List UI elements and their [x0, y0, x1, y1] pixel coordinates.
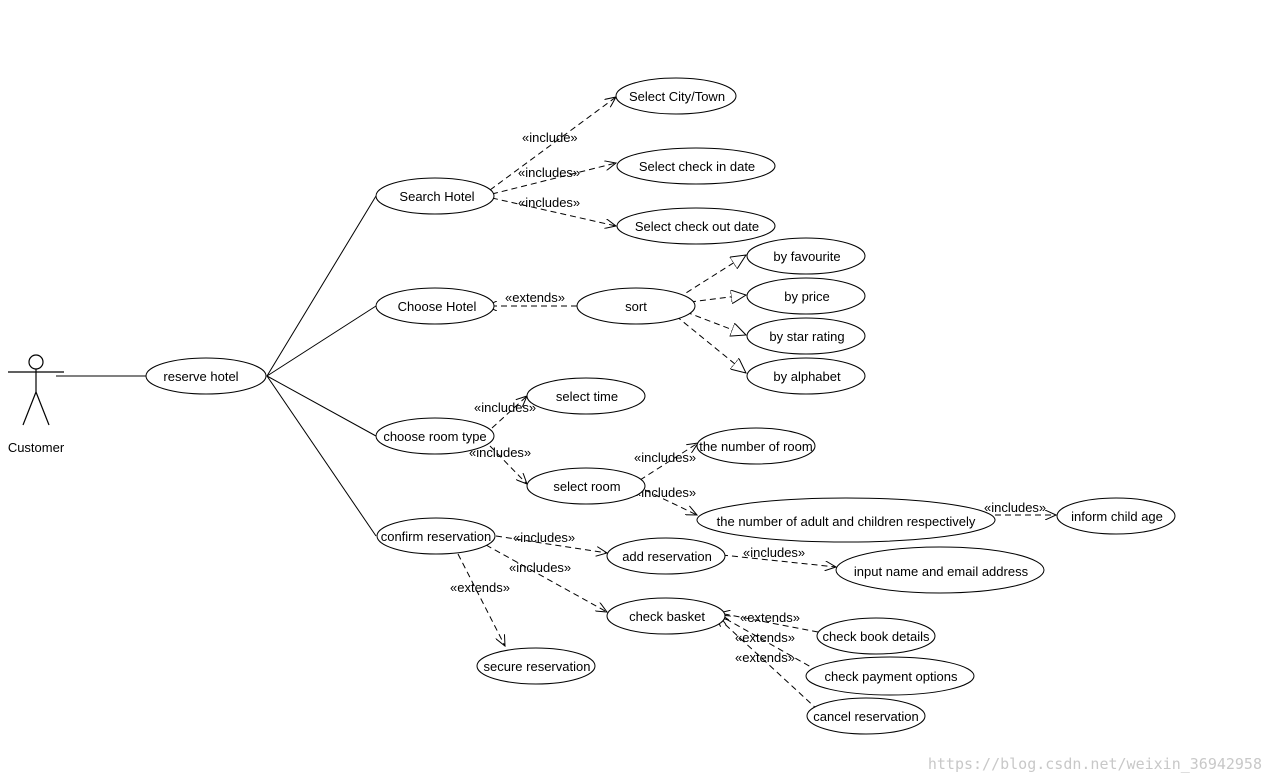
use-case-select-room: select room [526, 467, 646, 505]
svg-text:choose room type: choose room type [383, 429, 486, 444]
use-case-select-check-in: Select check in date [616, 147, 776, 185]
gen-alphabet-sort [675, 315, 746, 373]
stereotype-label: «includes» [469, 445, 531, 460]
stereotype-label: «extends» [740, 610, 800, 625]
stereotype-label: «includes» [984, 500, 1046, 515]
gen-price-sort [689, 295, 746, 302]
use-case-select-city: Select City/Town [615, 77, 737, 115]
actor-label: Customer [8, 440, 65, 455]
use-case-number-of-room: the number of room [696, 427, 816, 465]
use-case-by-favourite: by favourite [746, 237, 866, 275]
use-case-by-star-rating: by star rating [746, 317, 866, 355]
stereotype-label: «include» [522, 130, 578, 145]
use-case-number-adult-children: the number of adult and children respect… [696, 497, 996, 543]
gen-favourite-sort [677, 255, 746, 299]
svg-text:Select check out date: Select check out date [635, 219, 759, 234]
svg-text:Select check in date: Select check in date [639, 159, 755, 174]
svg-text:secure reservation: secure reservation [484, 659, 591, 674]
use-case-by-price: by price [746, 277, 866, 315]
assoc-reserve-choose-hotel [266, 305, 377, 377]
gen-star-sort [685, 311, 746, 335]
svg-text:Search Hotel: Search Hotel [399, 189, 474, 204]
use-case-choose-room-type: choose room type [375, 417, 495, 455]
stereotype-label: «includes» [509, 560, 571, 575]
stereotype-label: «includes» [743, 545, 805, 560]
svg-text:sort: sort [625, 299, 647, 314]
dep-confirm-add [495, 535, 607, 553]
stereotype-label: «includes» [634, 450, 696, 465]
dep-details-basket [719, 613, 819, 633]
dep-search-checkout [491, 197, 616, 226]
stereotype-label: «includes» [518, 165, 580, 180]
stereotype-label: «includes» [513, 530, 575, 545]
use-case-secure-reservation: secure reservation [476, 647, 596, 685]
svg-text:by favourite: by favourite [773, 249, 840, 264]
stereotype-label: «includes» [474, 400, 536, 415]
dep-search-checkin [491, 163, 616, 195]
assoc-reserve-confirm [266, 375, 377, 537]
use-case-by-alphabet: by alphabet [746, 357, 866, 395]
watermark-text: https://blog.csdn.net/weixin_36942958 [928, 755, 1262, 773]
use-case-sort: sort [576, 287, 696, 325]
stereotype-label: «includes» [518, 195, 580, 210]
svg-text:Select City/Town: Select City/Town [629, 89, 725, 104]
dep-cancel-basket [716, 616, 819, 711]
dependencies [457, 97, 1056, 711]
svg-text:input name and email address: input name and email address [854, 564, 1029, 579]
svg-text:select time: select time [556, 389, 618, 404]
use-case-select-check-out: Select check out date [616, 207, 776, 245]
use-case-input-name-email: input name and email address [835, 546, 1045, 594]
dep-search-city [489, 97, 616, 191]
stereotype-label: «extends» [505, 290, 565, 305]
dep-room-time [491, 396, 527, 429]
svg-text:the number of room: the number of room [699, 439, 812, 454]
svg-text:the number of adult and childr: the number of adult and children respect… [717, 514, 976, 529]
svg-text:reserve hotel: reserve hotel [163, 369, 238, 384]
use-case-confirm-reservation: confirm reservation [376, 517, 496, 555]
use-case-select-time: select time [526, 377, 646, 415]
stereotype-label: «extends» [735, 630, 795, 645]
svg-text:select room: select room [553, 479, 620, 494]
svg-text:add reservation: add reservation [622, 549, 712, 564]
use-cases: reserve hotel Search Hotel Choose Hotel … [145, 77, 1176, 735]
svg-text:by price: by price [784, 289, 830, 304]
dep-add-input [721, 554, 836, 567]
svg-text:inform child age: inform child age [1071, 509, 1163, 524]
stereotype-label: «extends» [735, 650, 795, 665]
svg-text:check basket: check basket [629, 609, 705, 624]
dep-confirm-basket [485, 544, 607, 612]
use-case-cancel-reservation: cancel reservation [806, 697, 926, 735]
customer-actor: Customer [8, 354, 65, 455]
svg-text:cancel reservation: cancel reservation [813, 709, 919, 724]
use-case-check-book-details: check book details [816, 617, 936, 655]
use-case-choose-hotel: Choose Hotel [375, 287, 495, 325]
assoc-reserve-room-type [266, 375, 377, 437]
dep-payment-basket [719, 615, 819, 672]
use-case-check-payment-options: check payment options [805, 656, 975, 696]
stereotype-labels: «include» «includes» «includes» «extends… [450, 130, 1046, 665]
svg-text:Choose Hotel: Choose Hotel [398, 299, 477, 314]
assoc-reserve-search [266, 195, 377, 377]
svg-text:confirm reservation: confirm reservation [381, 529, 492, 544]
svg-text:check book details: check book details [823, 629, 930, 644]
use-case-reserve-hotel: reserve hotel [145, 357, 267, 395]
stereotype-label: «includes» [634, 485, 696, 500]
associations [56, 195, 377, 537]
use-case-search-hotel: Search Hotel [375, 177, 495, 215]
use-case-check-basket: check basket [606, 597, 726, 635]
stereotype-label: «extends» [450, 580, 510, 595]
dep-select-number [639, 443, 698, 481]
use-case-add-reservation: add reservation [606, 537, 726, 575]
use-case-inform-child-age: inform child age [1056, 497, 1176, 535]
dep-room-select [489, 445, 527, 484]
svg-text:by star rating: by star rating [769, 329, 844, 344]
svg-text:by alphabet: by alphabet [773, 369, 841, 384]
svg-text:check payment options: check payment options [825, 669, 958, 684]
dep-confirm-secure [457, 553, 505, 646]
